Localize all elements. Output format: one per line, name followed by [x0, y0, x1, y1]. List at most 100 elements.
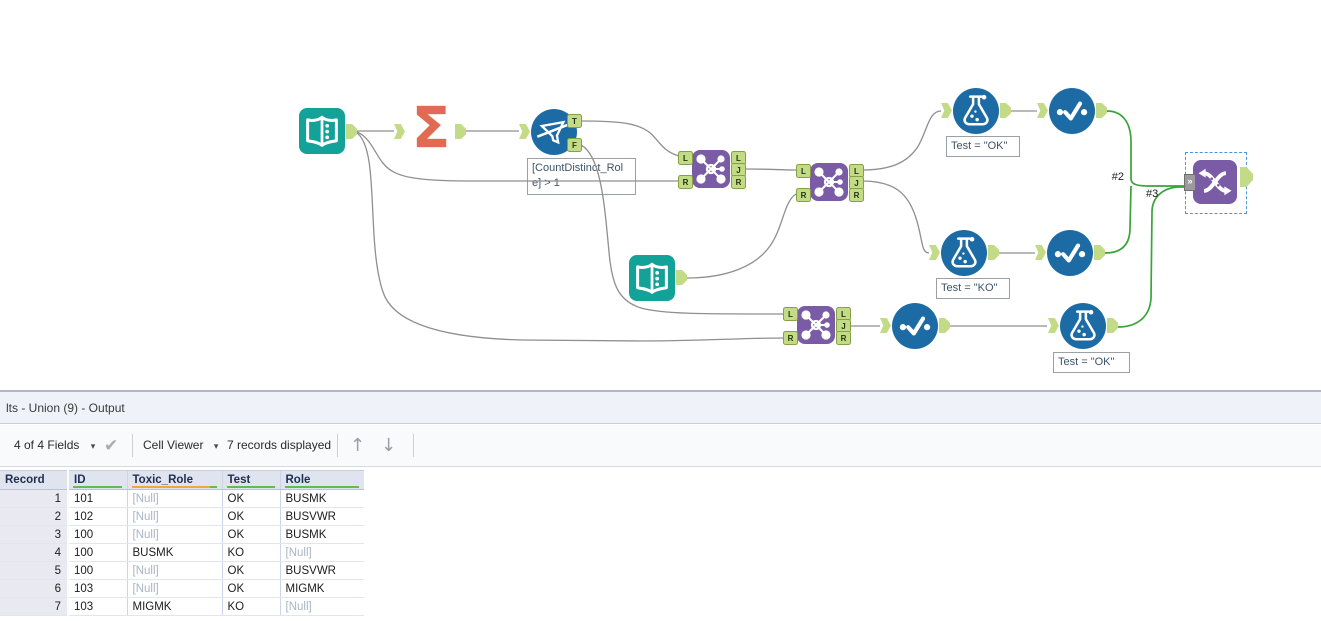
test-cell: KO	[221, 543, 280, 562]
column-header-toxic-role[interactable]: Toxic_Role	[126, 470, 222, 490]
join-tool-2[interactable]	[810, 163, 848, 201]
summarize-tool[interactable]: Σ	[404, 101, 458, 158]
cell-viewer-dropdown[interactable]: Cell Viewer ▾	[143, 425, 218, 466]
test-mid-annotation[interactable]: Test = "KO"	[936, 278, 1010, 299]
join-tool-3[interactable]	[797, 306, 835, 344]
chevron-down-icon: ▾	[213, 441, 219, 451]
join-icon	[814, 167, 844, 197]
test-cell: OK	[221, 489, 280, 508]
unique-tool-top[interactable]	[1049, 88, 1095, 134]
record-cell: 7	[0, 597, 69, 616]
book-icon	[636, 262, 668, 294]
join3-right-input-anchor[interactable]: R	[783, 331, 798, 345]
input-data-tool-1[interactable]	[299, 108, 345, 154]
test-bottom-annotation[interactable]: Test = "OK"	[1053, 352, 1130, 373]
flask-icon	[1070, 309, 1096, 341]
record-cell: 1	[0, 489, 69, 508]
join2-right-output-anchor[interactable]: R	[849, 188, 864, 202]
table-row[interactable]: 2 102 [Null] OK BUSVWR	[0, 507, 364, 526]
toxic-role-cell: [Null]	[126, 525, 222, 544]
check-icon	[1056, 101, 1088, 121]
join-icon	[801, 310, 831, 340]
id-cell: 100	[68, 525, 127, 544]
join2-right-input-anchor[interactable]: R	[796, 188, 811, 202]
summarize-output-anchor[interactable]	[455, 124, 466, 139]
unique-bottom-output-anchor[interactable]	[939, 318, 950, 333]
records-displayed-label: 7 records displayed	[227, 438, 332, 452]
input2-output-anchor[interactable]	[676, 270, 687, 285]
union-multi-input-anchor[interactable]: »	[1184, 174, 1196, 191]
results-panel-header: lts - Union (9) - Output	[0, 392, 1321, 424]
test-cell: OK	[221, 507, 280, 526]
panel-divider[interactable]	[0, 390, 1321, 392]
union-input3-label: #3	[1146, 188, 1159, 200]
toxic-role-cell: MIGMK	[126, 597, 222, 616]
record-cell: 3	[0, 525, 69, 544]
union-output-anchor[interactable]	[1240, 167, 1253, 187]
join3-left-input-anchor[interactable]: L	[783, 307, 798, 321]
unique-tool-bottom[interactable]	[892, 303, 938, 349]
test-mid-input-anchor[interactable]	[929, 245, 940, 260]
sigma-icon: Σ	[411, 96, 451, 161]
flask-icon	[963, 94, 989, 126]
toxic-role-cell: [Null]	[126, 507, 222, 526]
record-cell: 5	[0, 561, 69, 580]
toxic-role-cell: [Null]	[126, 489, 222, 508]
test-bottom-output-anchor[interactable]	[1107, 318, 1118, 333]
unique-mid-output-anchor[interactable]	[1094, 245, 1105, 260]
join1-right-input-anchor[interactable]: R	[678, 175, 693, 189]
table-row[interactable]: 7 103 MIGMK KO [Null]	[0, 597, 364, 616]
join-tool-1[interactable]	[692, 150, 730, 188]
workflow-canvas[interactable]: [CountDistinct_Rol e] > 1 Test = "OK" Te…	[0, 0, 1321, 392]
unique-top-input-anchor[interactable]	[1037, 103, 1048, 118]
unique-mid-input-anchor[interactable]	[1035, 245, 1046, 260]
filter-input-anchor[interactable]	[519, 124, 530, 139]
column-header-test[interactable]: Test	[221, 470, 280, 490]
fields-dropdown[interactable]: 4 of 4 Fields ▾	[14, 425, 95, 466]
join2-left-input-anchor[interactable]: L	[796, 164, 811, 178]
input1-output-anchor[interactable]	[346, 124, 357, 139]
test-cell: OK	[221, 579, 280, 598]
table-row[interactable]: 4 100 BUSMK KO [Null]	[0, 543, 364, 562]
filter-annotation[interactable]: [CountDistinct_Rol e] > 1	[527, 158, 636, 195]
flask-icon	[951, 236, 977, 268]
check-icon	[899, 316, 931, 336]
toxic-role-cell: BUSMK	[126, 543, 222, 562]
test-top-output-anchor[interactable]	[1000, 103, 1011, 118]
test-top-input-anchor[interactable]	[941, 103, 952, 118]
table-row[interactable]: 5 100 [Null] OK BUSVWR	[0, 561, 364, 580]
test-tool-top[interactable]	[953, 88, 999, 134]
fields-dropdown-label: 4 of 4 Fields	[14, 438, 80, 452]
toxic-role-cell: [Null]	[126, 579, 222, 598]
results-grid[interactable]: Record ID Toxic_Role Test Role 1 101 [Nu…	[0, 470, 364, 616]
unique-bottom-input-anchor[interactable]	[880, 318, 891, 333]
test-tool-mid[interactable]	[941, 230, 987, 276]
scroll-up-icon[interactable]: ↑	[350, 435, 366, 456]
test-bottom-input-anchor[interactable]	[1048, 318, 1059, 333]
column-header-id[interactable]: ID	[67, 470, 127, 490]
filter-true-anchor[interactable]: T	[567, 114, 582, 128]
table-row[interactable]: 3 100 [Null] OK BUSMK	[0, 525, 364, 544]
test-tool-bottom[interactable]	[1060, 303, 1106, 349]
join3-right-output-anchor[interactable]: R	[836, 331, 851, 345]
results-toolbar: 4 of 4 Fields ▾ ✔ Cell Viewer ▾ 7 record…	[0, 425, 1321, 467]
test-top-annotation[interactable]: Test = "OK"	[946, 136, 1020, 157]
role-cell: [Null]	[279, 543, 364, 562]
table-row[interactable]: 1 101 [Null] OK BUSMK	[0, 489, 364, 508]
column-header-role[interactable]: Role	[279, 470, 364, 490]
filter-false-anchor[interactable]: F	[567, 138, 582, 152]
join1-right-output-anchor[interactable]: R	[731, 175, 746, 189]
unique-top-output-anchor[interactable]	[1096, 103, 1107, 118]
test-mid-output-anchor[interactable]	[988, 245, 999, 260]
input-data-tool-2[interactable]	[629, 255, 675, 301]
scroll-down-icon[interactable]: ↓	[381, 435, 397, 456]
unique-tool-mid[interactable]	[1047, 230, 1093, 276]
union-tool[interactable]	[1193, 160, 1237, 204]
join1-left-input-anchor[interactable]: L	[678, 151, 693, 165]
role-cell: [Null]	[279, 597, 364, 616]
table-row[interactable]: 6 103 [Null] OK MIGMK	[0, 579, 364, 598]
id-cell: 100	[68, 561, 127, 580]
column-header-record[interactable]: Record	[0, 470, 69, 490]
apply-check-icon[interactable]: ✔	[104, 436, 119, 455]
cell-viewer-label: Cell Viewer	[143, 438, 204, 452]
